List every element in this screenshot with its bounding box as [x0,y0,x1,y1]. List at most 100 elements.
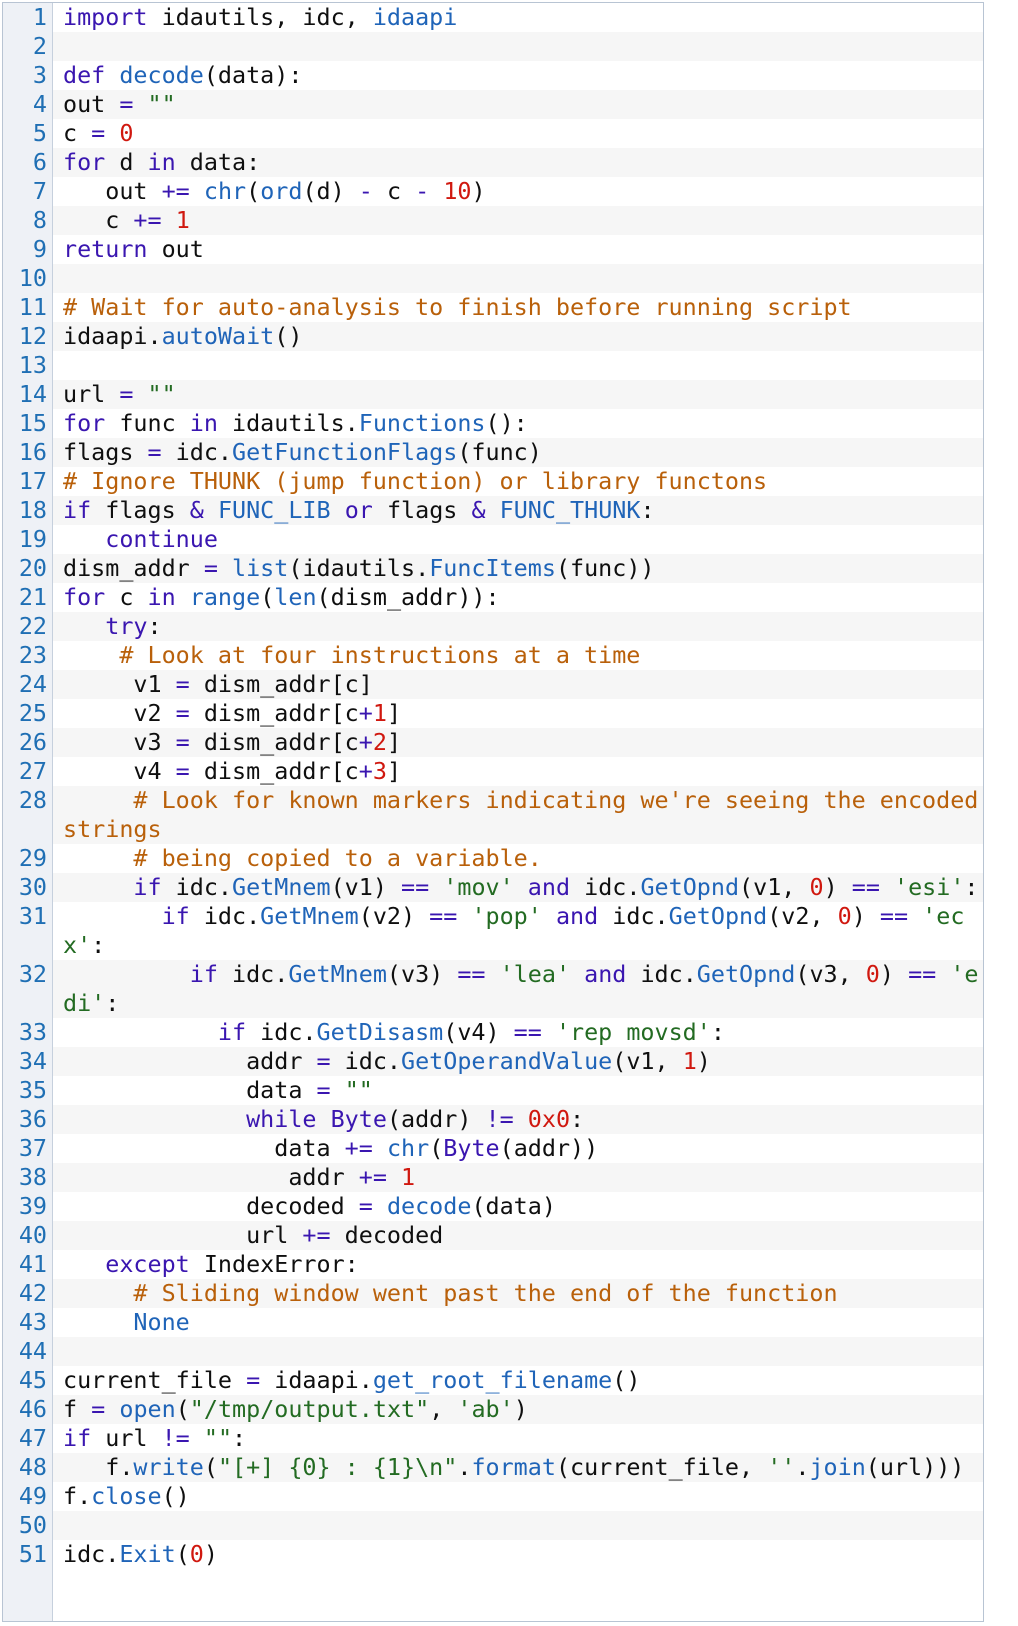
code-token [331,1076,345,1104]
code-token: 'esi' [894,873,965,901]
code-line[interactable]: 22 try: [3,612,983,641]
code-token: # Ignore THUNK (jump function) or librar… [63,467,768,495]
code-line[interactable]: 35 data = "" [3,1076,983,1105]
code-token: "" [147,90,176,118]
code-line[interactable]: 36 while Byte(addr) != 0x0: [3,1105,983,1134]
code-line[interactable]: 24 v1 = dism_addr[c] [3,670,983,699]
code-line[interactable]: 50 [3,1511,983,1540]
line-number: 50 [18,1511,47,1539]
code-token: return [63,235,148,263]
code-line[interactable]: 31 if idc.GetMnem(v2) == 'pop' and idc.G… [3,902,983,960]
code-line[interactable]: 17# Ignore THUNK (jump function) or libr… [3,467,983,496]
code-token [133,380,147,408]
code-line[interactable]: 8 c += 1 [3,206,983,235]
code-line[interactable]: 32 if idc.GetMnem(v3) == 'lea' and idc.G… [3,960,983,1018]
code-token: autoWait [161,322,275,350]
line-number: 13 [18,351,47,379]
code-line[interactable]: 33 if idc.GetDisasm(v4) == 'rep movsd': [3,1018,983,1047]
code-line[interactable]: 43 None [3,1308,983,1337]
line-number: 29 [18,844,47,872]
code-line[interactable]: 10 [3,264,983,293]
code-token: data [63,1076,317,1104]
code-line[interactable]: 48 f.write("[+] {0} : {1}\n".format(curr… [3,1453,983,1482]
code-line[interactable]: 2 [3,32,983,61]
code-token: 0 [865,960,880,988]
code-token: decoded [330,1221,444,1249]
code-line[interactable]: 26 v3 = dism_addr[c+2] [3,728,983,757]
code-token: : [147,612,162,640]
code-token: (url))) [865,1453,965,1481]
code-token: dism_addr[c [189,728,359,756]
code-token: 1 [682,1047,697,1075]
code-line[interactable]: 40 url += decoded [3,1221,983,1250]
code-line[interactable]: 29 # being copied to a variable. [3,844,983,873]
code-token: ( [203,1453,218,1481]
line-code: def decode(data): [53,61,983,90]
code-token: ) [696,1047,711,1075]
code-line[interactable]: 25 v2 = dism_addr[c+1] [3,699,983,728]
code-token: dism_addr[c] [189,670,373,698]
code-line[interactable]: 19 continue [3,525,983,554]
code-token: + [358,728,373,756]
code-token: get_root_filename [372,1366,613,1394]
code-token: url [63,1221,303,1249]
code-token: GetOpnd [640,873,740,901]
code-line[interactable]: 11# Wait for auto-analysis to finish bef… [3,293,983,322]
line-code: v1 = dism_addr[c] [53,670,983,699]
code-token: = [91,119,106,147]
line-code: out = "" [53,90,983,119]
code-line[interactable]: 30 if idc.GetMnem(v1) == 'mov' and idc.G… [3,873,983,902]
code-line[interactable]: 39 decoded = decode(data) [3,1192,983,1221]
code-line[interactable]: 27 v4 = dism_addr[c+3] [3,757,983,786]
code-token: GetOperandValue [401,1047,613,1075]
line-code: if idc.GetMnem(v2) == 'pop' and idc.GetO… [53,902,983,960]
code-line[interactable]: 13 [3,351,983,380]
code-token: 0 [837,902,852,930]
code-line[interactable]: 42 # Sliding window went past the end of… [3,1279,983,1308]
code-token: c [372,177,416,205]
code-token: c [63,119,92,147]
code-line[interactable]: 44 [3,1337,983,1366]
line-code: data += chr(Byte(addr)) [53,1134,983,1163]
line-code: continue [53,525,983,554]
line-number: 33 [18,1018,47,1046]
code-line[interactable]: 23 # Look at four instructions at a time [3,641,983,670]
line-code: v2 = dism_addr[c+1] [53,699,983,728]
code-token [373,1192,387,1220]
code-line[interactable]: 28 # Look for known markers indicating w… [3,786,983,844]
code-line[interactable]: 38 addr += 1 [3,1163,983,1192]
code-line[interactable]: 37 data += chr(Byte(addr)) [3,1134,983,1163]
code-line[interactable]: 41 except IndexError: [3,1250,983,1279]
line-number: 18 [18,496,47,524]
code-line[interactable]: 34 addr = idc.GetOperandValue(v1, 1) [3,1047,983,1076]
code-token: 0 [189,1540,204,1568]
code-token: idc. [246,1018,317,1046]
code-line[interactable]: 7 out += chr(ord(d) - c - 10) [3,177,983,206]
line-code: # Ignore THUNK (jump function) or librar… [53,467,983,496]
code-token: 0x0 [527,1105,571,1133]
code-token: ( [260,583,275,611]
code-token: # being copied to a variable. [133,844,542,872]
code-token: out [63,90,120,118]
code-token: (dism_addr)): [316,583,500,611]
line-number: 43 [18,1308,47,1336]
